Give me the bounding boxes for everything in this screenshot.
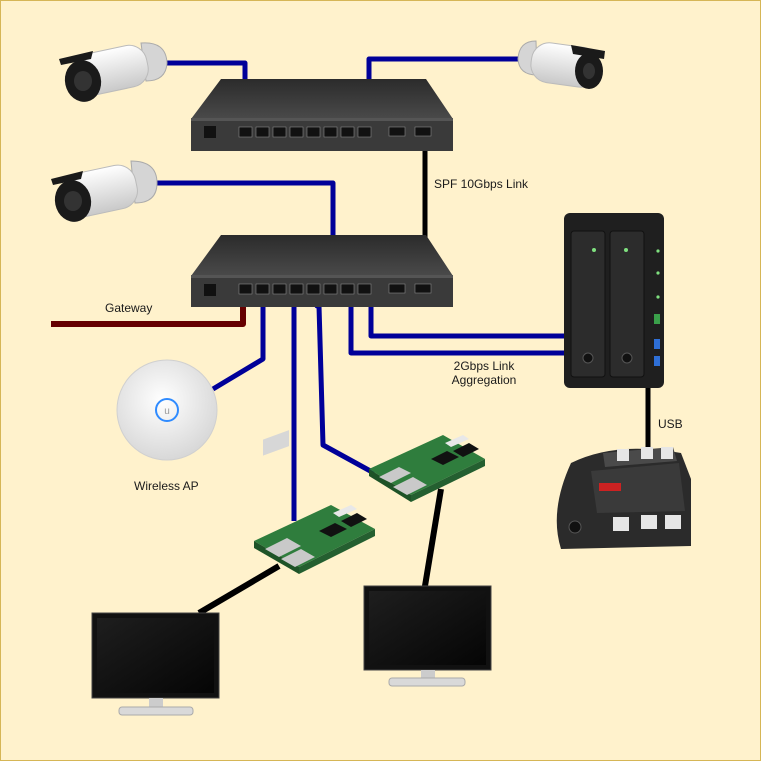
svg-text:u: u [164,406,170,417]
monitor-icon [91,612,220,716]
lag-cable-2 [348,289,571,356]
hdmi-cable-2 [422,488,444,587]
network-switch-icon [191,79,453,151]
gateway-label: Gateway [105,301,153,315]
ip-camera-icon [517,40,605,89]
ups-icon [556,447,691,549]
cables [51,56,651,616]
link-aggregation-label: 2Gbps Link Aggregation [451,359,517,387]
usb-label: USB [658,417,683,431]
raspberry-pi-icon [254,430,375,574]
sfp-link-label: SPF 10Gbps Link [434,177,529,191]
ethernet-cable-pi1 [291,289,300,521]
wireless-ap-icon: u [116,359,218,461]
wireless-ap-label: Wireless AP [134,479,199,493]
nas-icon [564,213,664,388]
network-switch-icon [191,235,453,307]
ip-camera-icon [51,160,158,222]
raspberry-pi-icon [369,435,485,502]
ip-camera-icon [59,42,168,102]
ethernet-cable-pi2 [314,289,376,476]
monitor-icon [363,585,492,687]
ethernet-cable-ap [211,289,266,392]
hdmi-cable-1 [197,563,281,616]
